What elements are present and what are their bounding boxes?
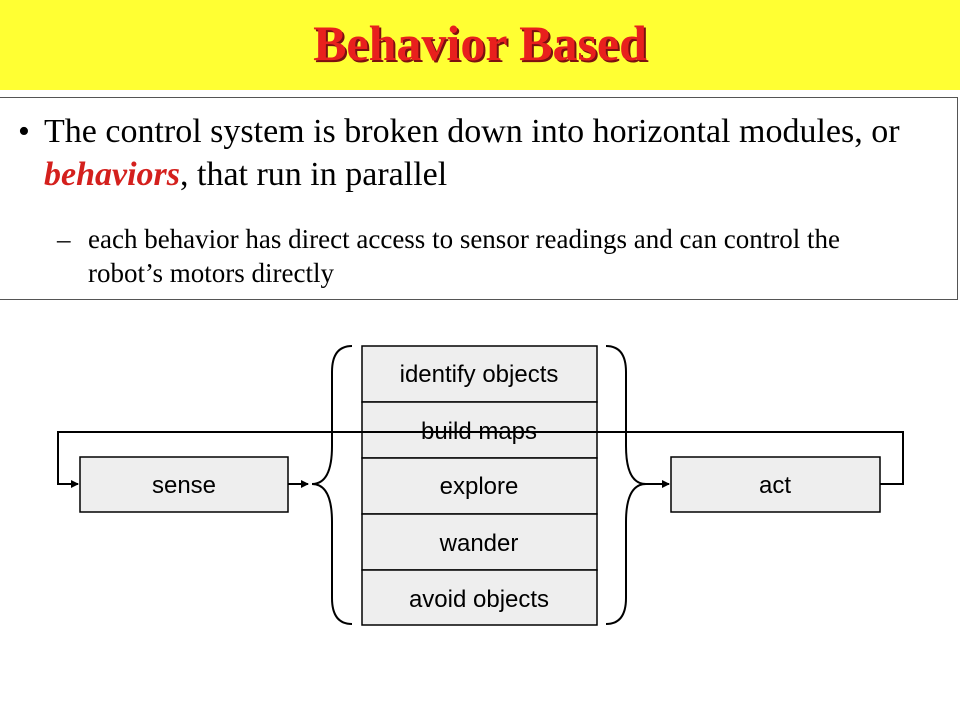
behavior-wander-box [361, 513, 598, 571]
content-box [0, 97, 958, 300]
left-brace [311, 345, 353, 625]
act-box [670, 456, 881, 513]
right-brace [605, 345, 647, 625]
behavior-identify-objects-box [361, 345, 598, 403]
behavior-wander-label: wander [439, 530, 519, 557]
sense-label: sense [152, 472, 216, 499]
title-bar [0, 0, 960, 90]
sub-bullet-text: each behavior has direct access to senso… [88, 224, 840, 288]
behavior-explore-label: explore [440, 473, 519, 500]
sense-box [79, 456, 289, 513]
bullet-dot: • [18, 113, 30, 150]
slide-title: Behavior Based [313, 15, 647, 71]
bullet-text-start: The control system is broken down into h… [44, 113, 900, 150]
behavior-avoid-objects-box [361, 569, 598, 626]
behavior-avoid-objects-label: avoid objects [409, 586, 549, 613]
bullet-text-end: , that run in parallel [180, 156, 448, 193]
sub-bullet-dash: – [57, 224, 71, 254]
feedback-loop-line [690, 431, 904, 485]
bullet-highlight: behaviors [44, 156, 180, 193]
behavior-build-maps-box [361, 401, 598, 459]
act-label: act [759, 472, 791, 499]
behavior-identify-objects-label: identify objects [400, 361, 559, 388]
behavior-explore-box [361, 457, 598, 515]
bullet-text: The control system is broken down into h… [44, 110, 934, 196]
